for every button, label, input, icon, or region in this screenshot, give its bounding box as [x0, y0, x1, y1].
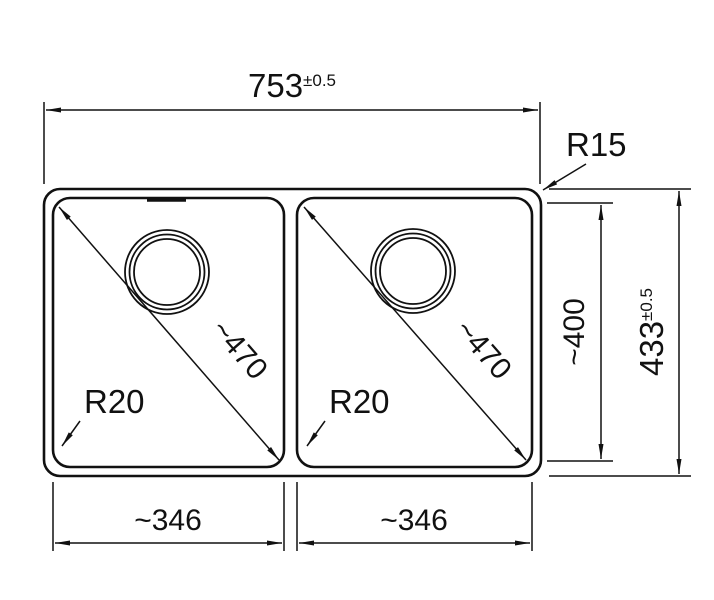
overall-height-value: 433	[633, 321, 670, 376]
drain-ring-outer	[124, 229, 210, 315]
left-bowl-diagonal-dimension: ~470	[58, 206, 280, 461]
r20-left-leader-arrow	[61, 420, 81, 447]
diagonal-arrow-line	[58, 206, 280, 461]
r20-right-callout: R20	[306, 383, 390, 447]
overall-width-tolerance: ±0.5	[303, 71, 336, 90]
drain-ring-outer	[370, 228, 456, 314]
drain-ring-middle	[128, 233, 206, 311]
right-bowl-outline	[295, 196, 534, 469]
right-drain	[370, 228, 456, 314]
r15-label: R15	[566, 126, 627, 163]
r15-callout: R15	[542, 126, 627, 191]
diagonal-label: ~470	[448, 313, 517, 386]
overall-height-tolerance: ±0.5	[637, 288, 656, 321]
overall-height-dimension: 433±0.5	[549, 188, 691, 477]
drain-ring-inner	[379, 237, 447, 305]
right-bowl-diagonal-dimension: ~470	[303, 206, 527, 461]
inner-height-label: ~400	[558, 298, 591, 366]
right-bowl-width-label: ~346	[380, 504, 448, 537]
sink-outline	[42, 187, 543, 478]
drain-ring-inner	[133, 238, 201, 306]
r15-leader-arrow	[542, 163, 587, 191]
diagonal-arrow-line	[303, 206, 527, 461]
overall-width-label: 753±0.5	[248, 67, 336, 104]
r20-right-label: R20	[329, 383, 390, 420]
left-bowl-width-dimension: ~346	[52, 482, 285, 551]
left-drain	[124, 229, 210, 315]
diagonal-label: ~470	[205, 313, 274, 386]
left-bowl-outline	[51, 196, 286, 469]
right-bowl-width-dimension: ~346	[296, 482, 533, 551]
drain-ring-middle	[374, 232, 452, 310]
inner-height-dimension: ~400	[547, 202, 613, 462]
r20-right-leader-arrow	[306, 420, 326, 447]
left-bowl-width-label: ~346	[134, 504, 202, 537]
overall-height-label: 433±0.5	[633, 288, 670, 376]
r20-left-label: R20	[84, 383, 145, 420]
overall-width-value: 753	[248, 67, 303, 104]
r20-left-callout: R20	[61, 383, 145, 447]
overall-width-dimension: 753±0.5	[43, 67, 541, 184]
